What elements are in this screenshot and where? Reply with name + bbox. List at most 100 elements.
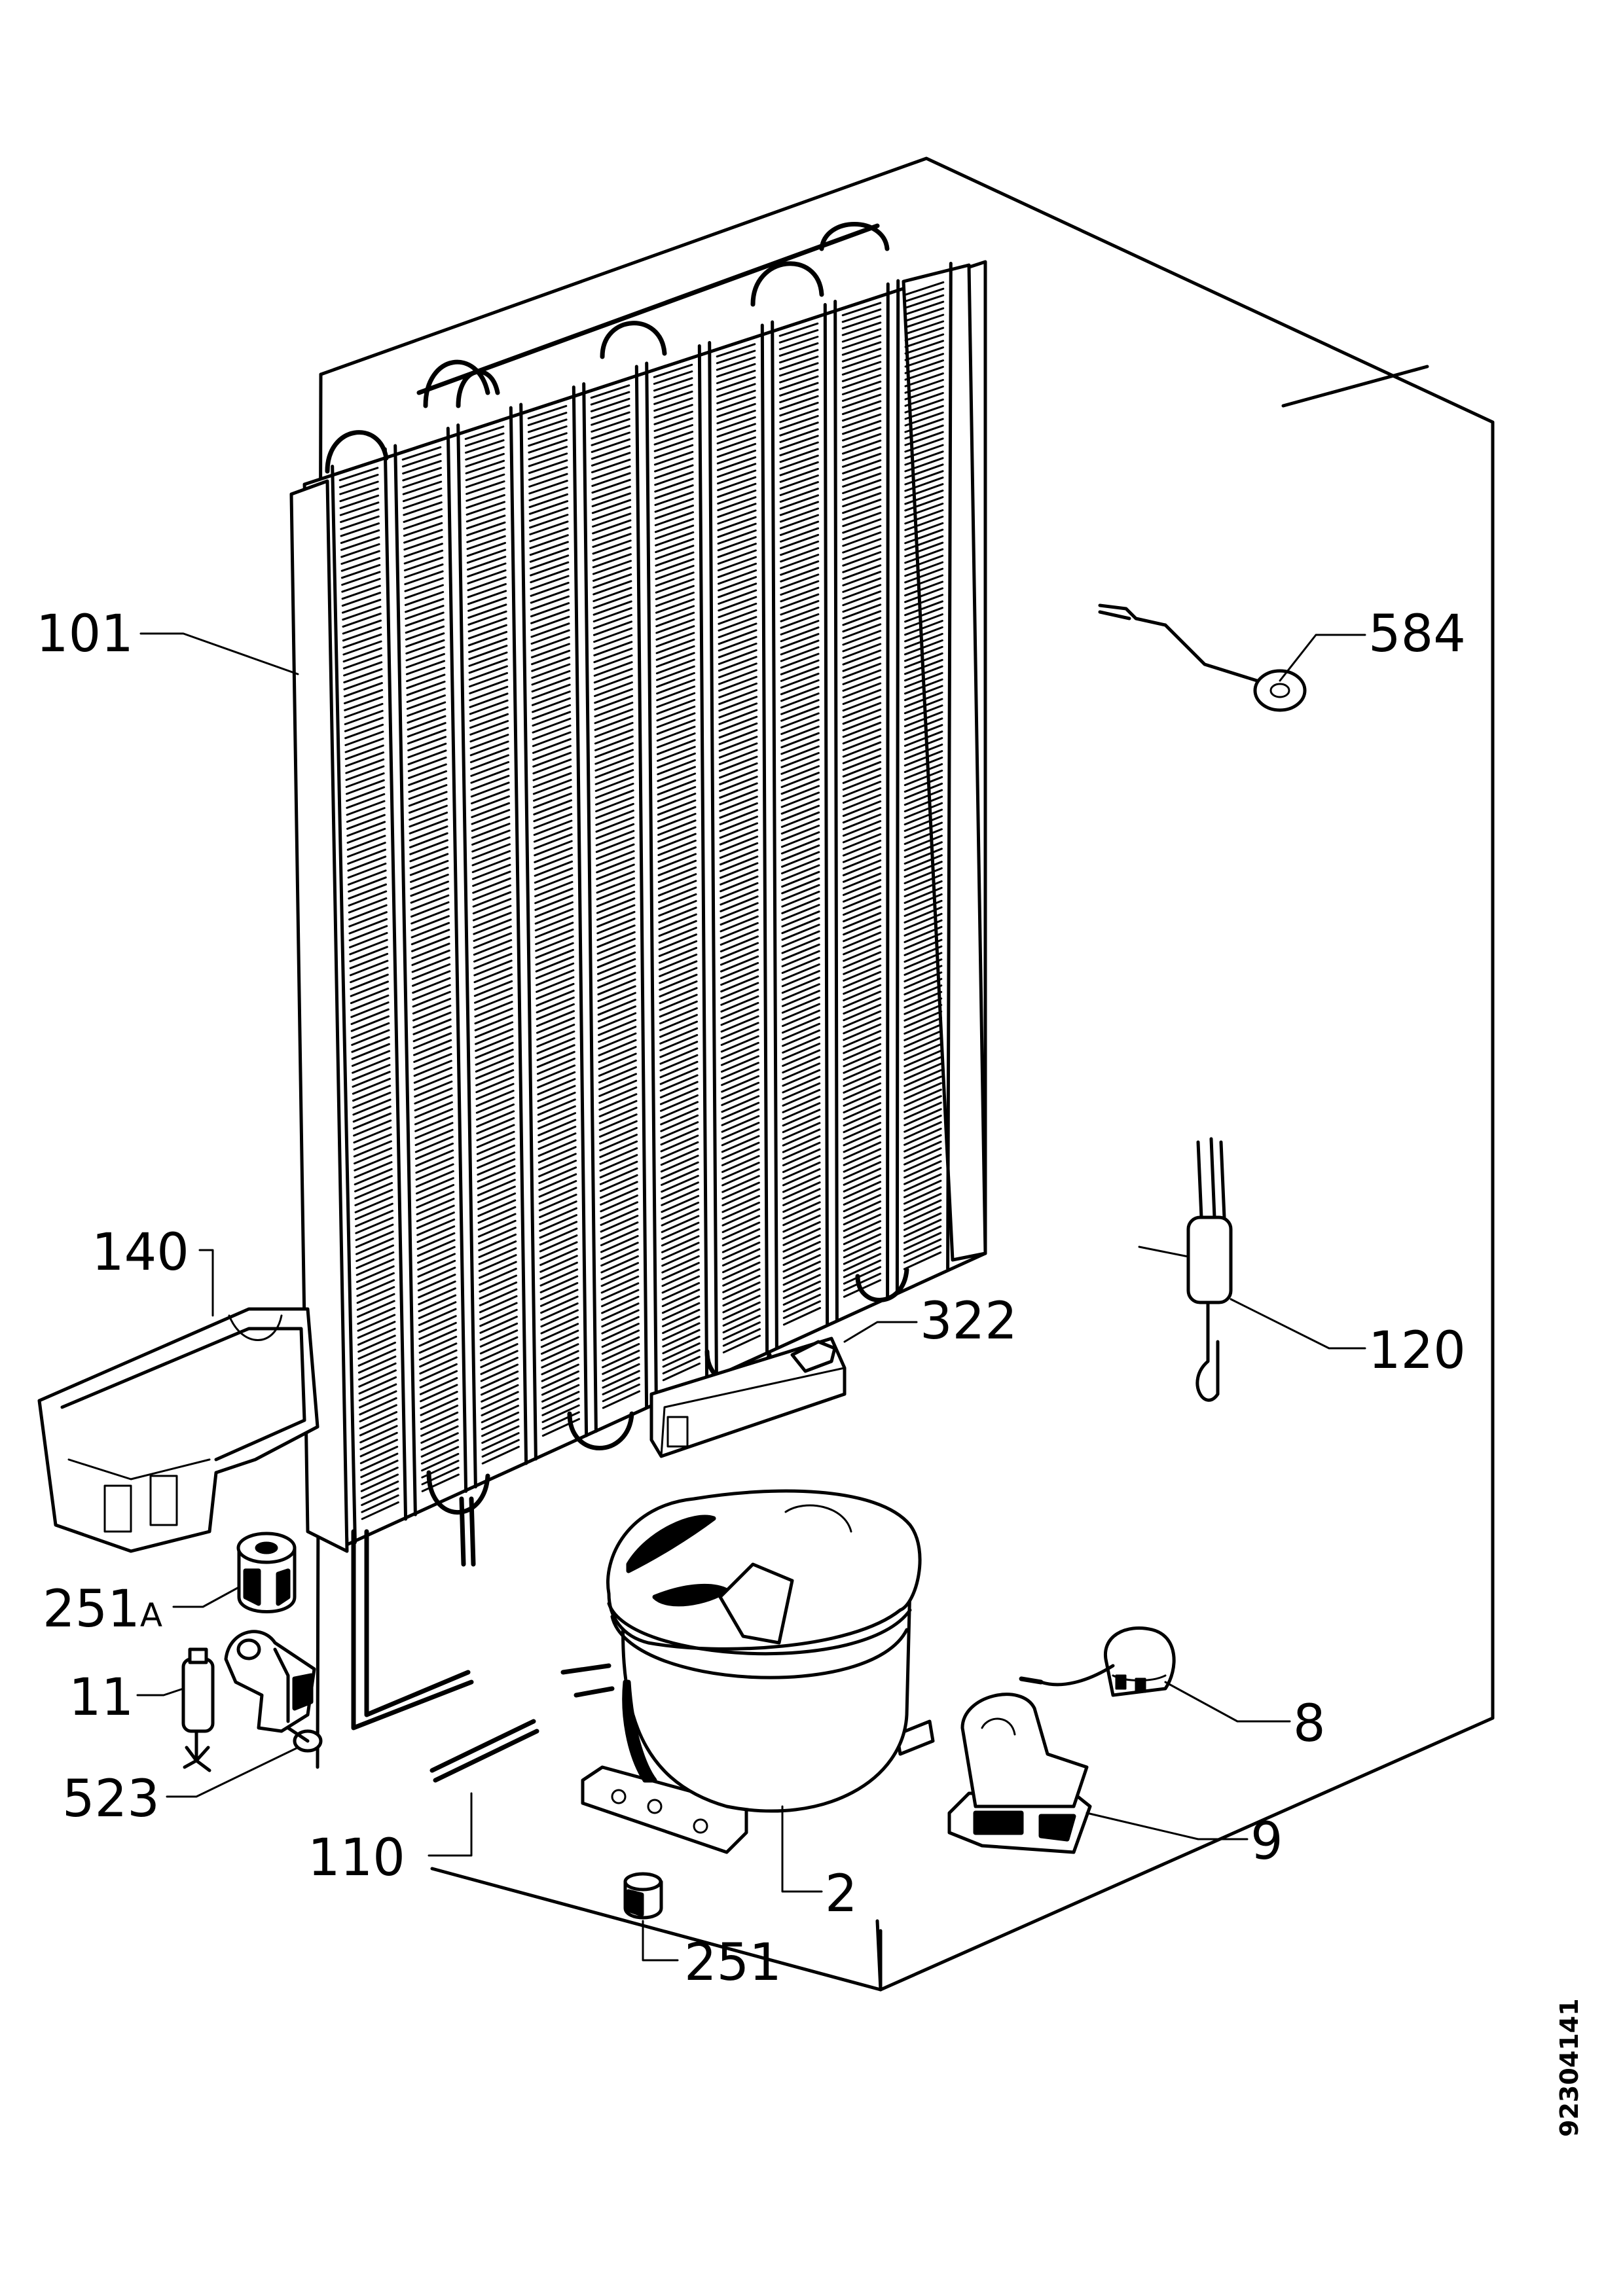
condenser-fin bbox=[904, 372, 944, 387]
condenser-fin bbox=[418, 1335, 458, 1354]
condenser-fin bbox=[360, 1460, 399, 1479]
condenser-fin bbox=[355, 1223, 394, 1242]
condenser-coil-tube bbox=[519, 403, 538, 1461]
condenser-fin bbox=[534, 847, 573, 863]
condenser-fin bbox=[843, 925, 882, 942]
condenser-fin bbox=[466, 514, 506, 529]
condenser-fin bbox=[600, 1201, 638, 1219]
condenser-fin bbox=[659, 1054, 699, 1072]
condenser-fin bbox=[903, 919, 943, 937]
condenser-fin bbox=[841, 321, 882, 336]
condenser-fin bbox=[904, 522, 944, 538]
condenser-fin bbox=[591, 492, 631, 507]
condenser-fin bbox=[464, 425, 505, 440]
condenser-fin bbox=[480, 1363, 519, 1382]
condenser-fin bbox=[594, 728, 634, 745]
condenser-fin bbox=[465, 501, 505, 516]
condenser-fin bbox=[412, 1018, 452, 1035]
condenser-fin bbox=[418, 1287, 456, 1306]
condenser-fin bbox=[538, 1166, 577, 1185]
condenser-fin bbox=[659, 1041, 699, 1058]
condenser-fin bbox=[780, 533, 820, 550]
condenser-fin bbox=[465, 473, 505, 488]
condenser-fin bbox=[481, 1377, 519, 1396]
condenser-fin bbox=[842, 780, 882, 797]
condenser-fin bbox=[591, 506, 632, 521]
condenser-fin bbox=[598, 1086, 638, 1104]
condenser-fin bbox=[782, 1069, 821, 1087]
condenser-fin bbox=[354, 1147, 393, 1165]
label-322: 322 bbox=[920, 1292, 1017, 1351]
condenser-fin bbox=[357, 1341, 396, 1360]
condenser-fin bbox=[779, 422, 819, 437]
condenser-fin bbox=[409, 832, 448, 849]
condenser-fin bbox=[338, 467, 379, 482]
condenser-fin bbox=[472, 877, 511, 894]
condenser-fin bbox=[409, 812, 448, 828]
condenser-fin bbox=[534, 833, 573, 850]
condenser-fin bbox=[720, 961, 759, 979]
condenser-fin bbox=[904, 633, 943, 649]
condenser-fin bbox=[654, 504, 694, 520]
condenser-fin bbox=[904, 470, 944, 486]
condenser-fin bbox=[904, 463, 944, 479]
condenser-fin bbox=[779, 428, 819, 443]
condenser-fin bbox=[781, 950, 820, 967]
condenser-fin bbox=[593, 674, 633, 691]
condenser-fin bbox=[903, 691, 943, 708]
condenser-fin bbox=[534, 901, 574, 918]
condenser-fin bbox=[534, 881, 574, 897]
condenser-fin bbox=[781, 970, 820, 988]
condenser-fin bbox=[717, 469, 757, 485]
condenser-fin bbox=[779, 494, 819, 510]
condenser-fin bbox=[528, 452, 568, 467]
condenser-fin bbox=[596, 918, 636, 935]
condenser-fin bbox=[841, 380, 882, 395]
condenser-fin bbox=[781, 963, 820, 981]
condenser-fin bbox=[358, 1369, 397, 1388]
condenser-fin bbox=[780, 745, 820, 762]
condenser-fin bbox=[842, 551, 882, 567]
condenser-fin bbox=[780, 791, 820, 808]
condenser-fin bbox=[903, 802, 943, 819]
condenser-fin bbox=[780, 712, 820, 728]
condenser-fin bbox=[660, 1114, 699, 1132]
condenser-fin bbox=[414, 1101, 453, 1119]
condenser-fin bbox=[842, 420, 882, 435]
condenser-fin bbox=[473, 912, 512, 929]
condenser-coil-tube bbox=[946, 262, 953, 1270]
condenser-fin bbox=[344, 696, 384, 711]
condenser-fin bbox=[662, 1329, 701, 1348]
condenser-fin bbox=[348, 876, 387, 893]
condenser-fin bbox=[405, 605, 445, 620]
condenser-fin bbox=[720, 862, 759, 879]
condenser-fin bbox=[477, 1151, 516, 1169]
condenser-fin bbox=[356, 1258, 395, 1276]
condenser-fin bbox=[653, 424, 693, 439]
condenser-coil-tube bbox=[572, 386, 589, 1437]
condenser-fin bbox=[594, 702, 634, 718]
condenser-fin bbox=[471, 809, 511, 825]
condenser-fin bbox=[780, 580, 820, 596]
condenser-fin bbox=[655, 598, 695, 614]
condenser-fin bbox=[842, 426, 882, 442]
condenser-fin bbox=[660, 1148, 699, 1166]
condenser-fin bbox=[409, 818, 448, 834]
condenser-fin bbox=[904, 346, 944, 361]
condenser-fin bbox=[843, 958, 882, 975]
condenser-fin bbox=[465, 439, 505, 454]
condenser-fin bbox=[721, 1215, 761, 1233]
condenser-fin bbox=[903, 978, 943, 996]
condenser-fin bbox=[661, 1228, 700, 1247]
condenser-fin bbox=[346, 834, 386, 851]
condenser-fin bbox=[717, 543, 757, 558]
condenser-fin bbox=[903, 841, 943, 858]
condenser-fin bbox=[532, 759, 572, 775]
condenser-fin bbox=[540, 1309, 579, 1328]
condenser-fin bbox=[843, 1200, 882, 1219]
condenser-fin bbox=[780, 838, 820, 855]
condenser-fin bbox=[407, 749, 447, 766]
condenser-fin bbox=[340, 536, 380, 551]
condenser-fin bbox=[842, 531, 882, 547]
condenser-fin bbox=[657, 873, 697, 890]
